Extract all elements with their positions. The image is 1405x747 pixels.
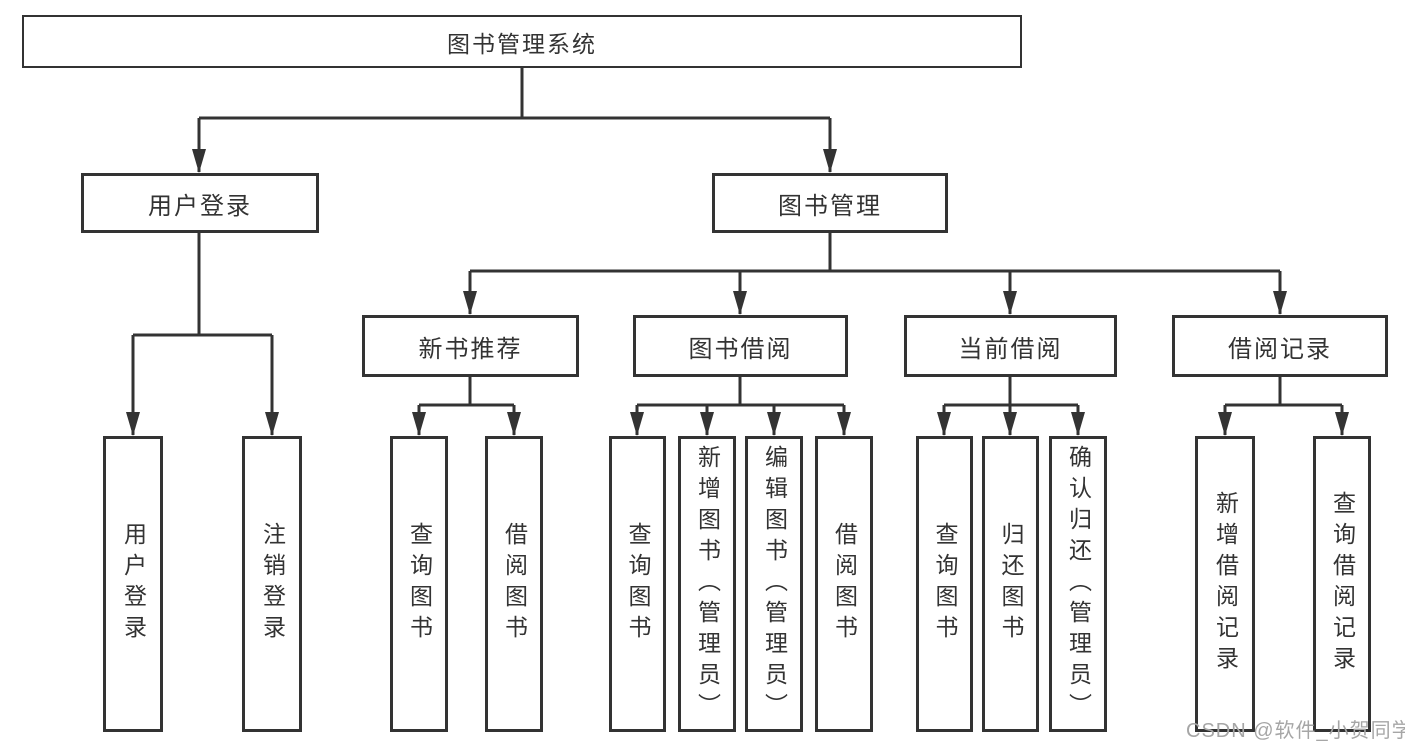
leaf-newbook-borrow-books: 借阅图书	[485, 436, 543, 732]
leaf-current-return-books: 归还图书	[982, 436, 1039, 732]
leaf-newbook-query-books: 查询图书	[390, 436, 448, 732]
node-book-management: 图书管理	[712, 173, 948, 233]
leaf-borrowing-query-books: 查询图书	[609, 436, 666, 732]
leaf-logout: 注销登录	[242, 436, 302, 732]
leaf-current-query-books: 查询图书	[916, 436, 973, 732]
watermark: CSDN @软件_小贺同学	[1186, 720, 1405, 742]
leaf-borrowing-borrow-books: 借阅图书	[815, 436, 873, 732]
node-borrowing-records: 借阅记录	[1172, 315, 1388, 377]
leaf-borrowing-add-books-admin: 新增图书（管理员）	[678, 436, 736, 732]
node-new-book-recommend: 新书推荐	[362, 315, 579, 377]
node-book-borrowing: 图书借阅	[633, 315, 848, 377]
leaf-borrowing-edit-books-admin: 编辑图书（管理员）	[745, 436, 803, 732]
leaf-user-login: 用户登录	[103, 436, 163, 732]
node-user-login: 用户登录	[81, 173, 319, 233]
leaf-current-confirm-return-admin: 确认归还（管理员）	[1049, 436, 1107, 732]
leaf-records-query-record: 查询借阅记录	[1313, 436, 1371, 732]
node-current-borrowing: 当前借阅	[904, 315, 1117, 377]
node-library-management-system: 图书管理系统	[22, 15, 1022, 68]
leaf-records-add-record: 新增借阅记录	[1195, 436, 1255, 732]
